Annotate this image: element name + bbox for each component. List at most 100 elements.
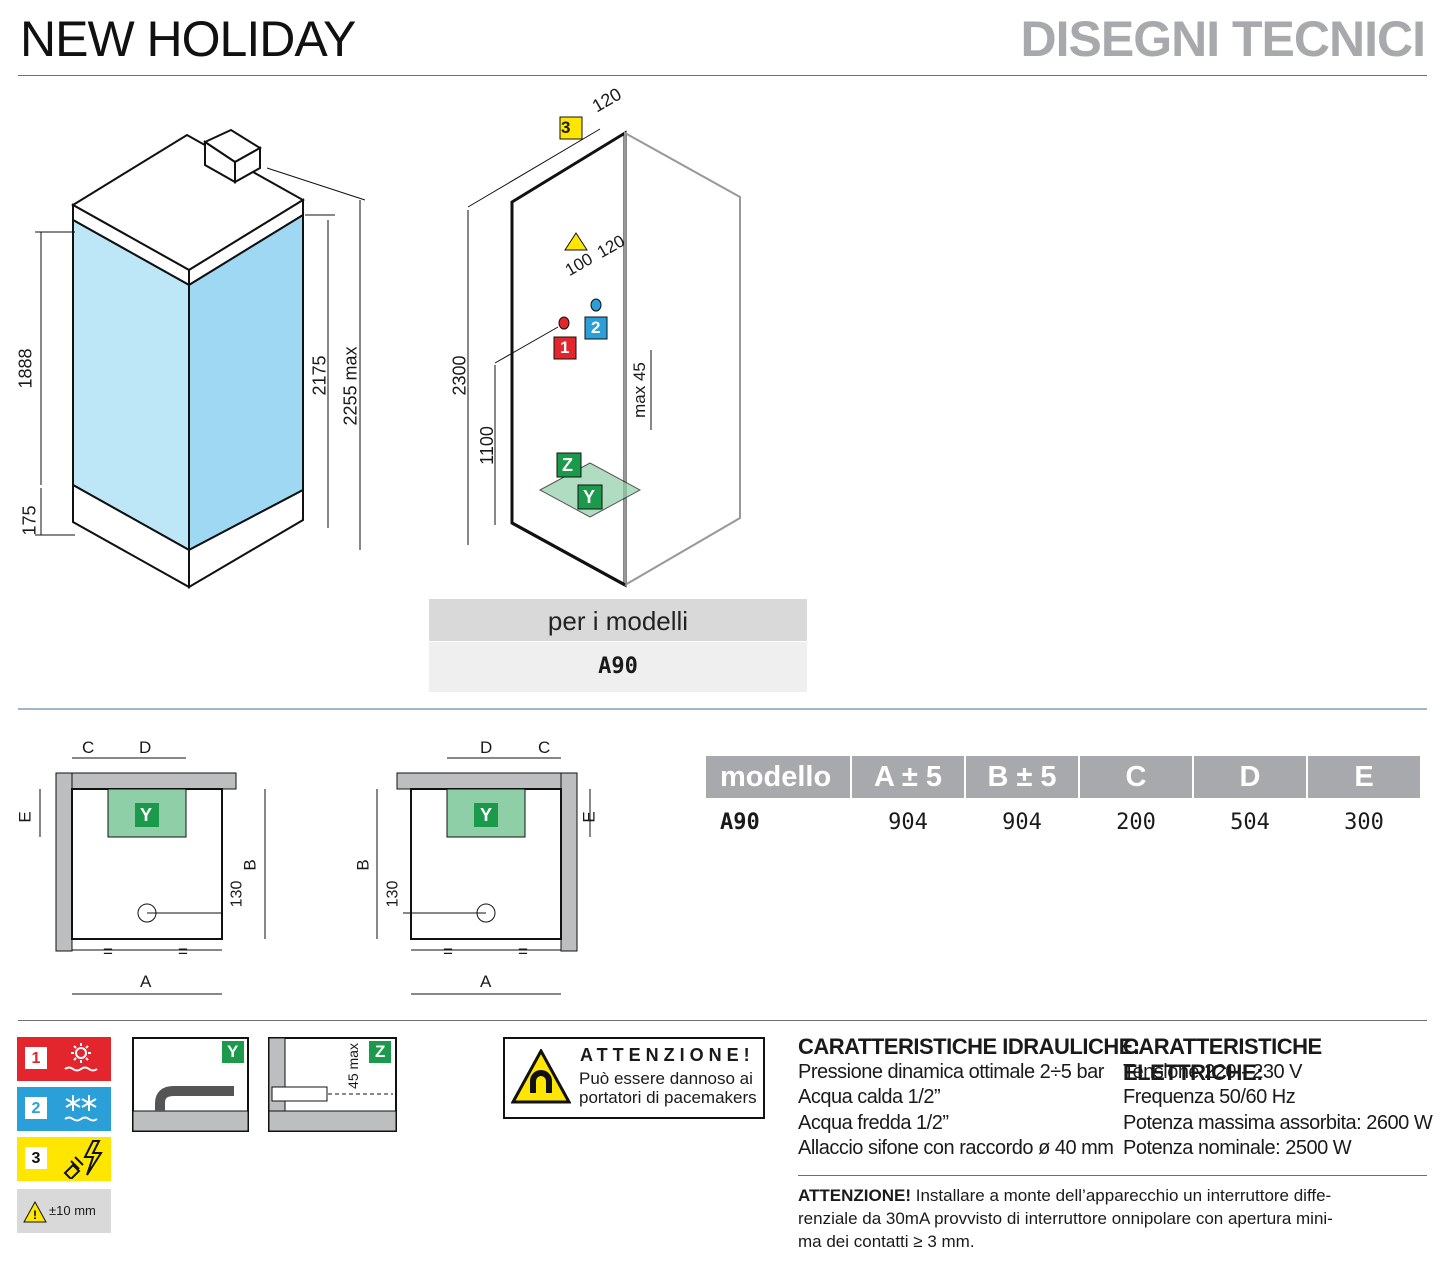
wall-installation-drawing [467,116,741,588]
floor-plan-left [39,757,266,995]
dim-175: 175 [19,505,40,536]
plan-right-a: A [480,972,492,991]
col-d: D [1194,756,1306,798]
page-title: NEW HOLIDAY [20,11,356,67]
snowflake-water-icon [64,1095,98,1122]
hydraulic-line-1: Pressione dinamica ottimale 2÷5 bar [798,1061,1104,1083]
marker-2: 2 [591,318,601,337]
plan-left-y: Y [140,805,153,825]
col-a: A ± 5 [852,756,964,798]
legend-power-num: 3 [25,1147,47,1169]
marker-z: Z [562,455,573,475]
magnet-warning-icon [511,1049,571,1104]
dim-2255max: 2255 max [340,346,361,426]
section-divider [18,708,1427,710]
notice-divider [798,1175,1427,1176]
dim-1100: 1100 [476,426,497,465]
legend-cold-num: 2 [25,1097,47,1119]
cold-water-inlet [590,298,602,312]
notice-line-2: renziale da 30mA provvisto di interrutto… [798,1209,1333,1228]
electric-line-4: Potenza nominale: 2500 W [1123,1137,1352,1159]
tray-side [188,488,304,589]
cell-model: A90 [720,809,760,835]
floor-plan-right [376,757,591,995]
col-b: B ± 5 [966,756,1078,798]
lower-divider [18,1020,1427,1021]
plan-right-c: C [538,738,551,757]
plan-left-b: B [240,859,260,871]
pacemaker-warning-box: ATTENZIONE! Può essere dannoso ai portat… [503,1037,765,1119]
models-label: per i modelli [429,599,807,641]
col-c: C [1080,756,1192,798]
plan-right-b: B [353,859,373,871]
top-unit-side [234,146,261,184]
cell-a: 904 [888,809,928,835]
notice-line-3: ma dei contatti ≥ 3 mm. [798,1232,975,1251]
section-title: DISEGNI TECNICI [1020,11,1426,67]
warning-triangle-icon [564,232,588,251]
detail-y-label: Y [227,1042,239,1061]
hot-water-inlet [558,316,570,330]
legend-hot: 1 [17,1037,111,1081]
plan-right-eq1: = [443,942,453,961]
dim-2300: 2300 [449,355,470,396]
detail-z-drawing [268,1037,397,1132]
warning-line1: Può essere dannoso ai [579,1069,753,1088]
hydraulic-line-3: Acqua fredda 1/2” [798,1112,949,1134]
plan-left-eq2: = [178,942,188,961]
electric-line-2: Frequenza 50/60 Hz [1123,1086,1296,1108]
hydraulic-line-2: Acqua calda 1/2” [798,1086,941,1108]
plan-left-c: C [82,738,95,757]
warning-title: ATTENZIONE! [580,1045,755,1065]
hydraulic-line-4: Allaccio sifone con raccordo ø 40 mm [798,1137,1114,1159]
col-e: E [1308,756,1420,798]
cell-b: 904 [1002,809,1042,835]
detail-z-label: Z [375,1042,386,1061]
legend-tolerance: ! ±10 mm [17,1189,111,1233]
electric-title: CARATTERISTICHE ELETTRICHE: [1123,1034,1322,1085]
models-value: A90 [429,642,807,692]
cell-d: 504 [1230,809,1270,835]
warning-triangle-icon: ! [23,1201,47,1223]
plug-lightning-icon [63,1140,103,1179]
marker-1: 1 [560,338,570,357]
detail-y-drawing [132,1037,249,1132]
legend-power: 3 [17,1137,111,1181]
plan-right-y: Y [480,805,493,825]
plan-right-d: D [480,738,493,757]
legend-tolerance-text: ±10 mm [49,1203,96,1218]
plan-right-130: 130 [384,880,402,908]
hydraulic-title: CARATTERISTICHE IDRAULICHE: [798,1034,1140,1059]
notice-line-1: Installare a monte dell’apparecchio un i… [911,1186,1332,1205]
plan-left-130: 130 [228,880,246,908]
detail-z-max45: 45 max [344,1043,361,1089]
header-divider [18,75,1427,76]
plan-left-d: D [139,738,152,757]
dimensions-table: modello A ± 5 B ± 5 C D E A90 904 904 20… [704,756,1422,846]
col-modello: modello [706,756,850,798]
dim-2175: 2175 [309,355,330,396]
legend-hot-num: 1 [25,1047,47,1069]
notice-lead: ATTENZIONE! [798,1186,912,1205]
electric-line-1: Tensione 220 - 230 V [1123,1061,1303,1083]
table-row: A90 904 904 200 504 300 [706,798,1420,846]
marker-3: 3 [561,118,571,137]
plan-right-eq2: = [518,942,528,961]
plan-left-eq1: = [103,942,113,961]
sun-water-icon [64,1043,98,1072]
installation-notice: ATTENZIONE! Installare a monte dell’appa… [798,1184,1438,1253]
plan-left-a: A [140,972,152,991]
plan-left-e: E [15,811,35,823]
marker-y: Y [583,487,596,507]
legend-cold: 2 [17,1087,111,1131]
side-wall [624,131,741,587]
warning-line2: portatori di pacemakers [579,1088,757,1107]
electric-line-3: Potenza massima assorbita: 2600 W [1123,1112,1433,1134]
dim-1888: 1888 [15,348,36,389]
cell-e: 300 [1344,809,1384,835]
cell-c: 200 [1116,809,1156,835]
table-header-row: modello A ± 5 B ± 5 C D E [706,756,1420,798]
dim-max45: max 45 [629,362,649,418]
cabin-isometric-drawing [35,128,366,589]
plan-right-e: E [579,811,599,823]
